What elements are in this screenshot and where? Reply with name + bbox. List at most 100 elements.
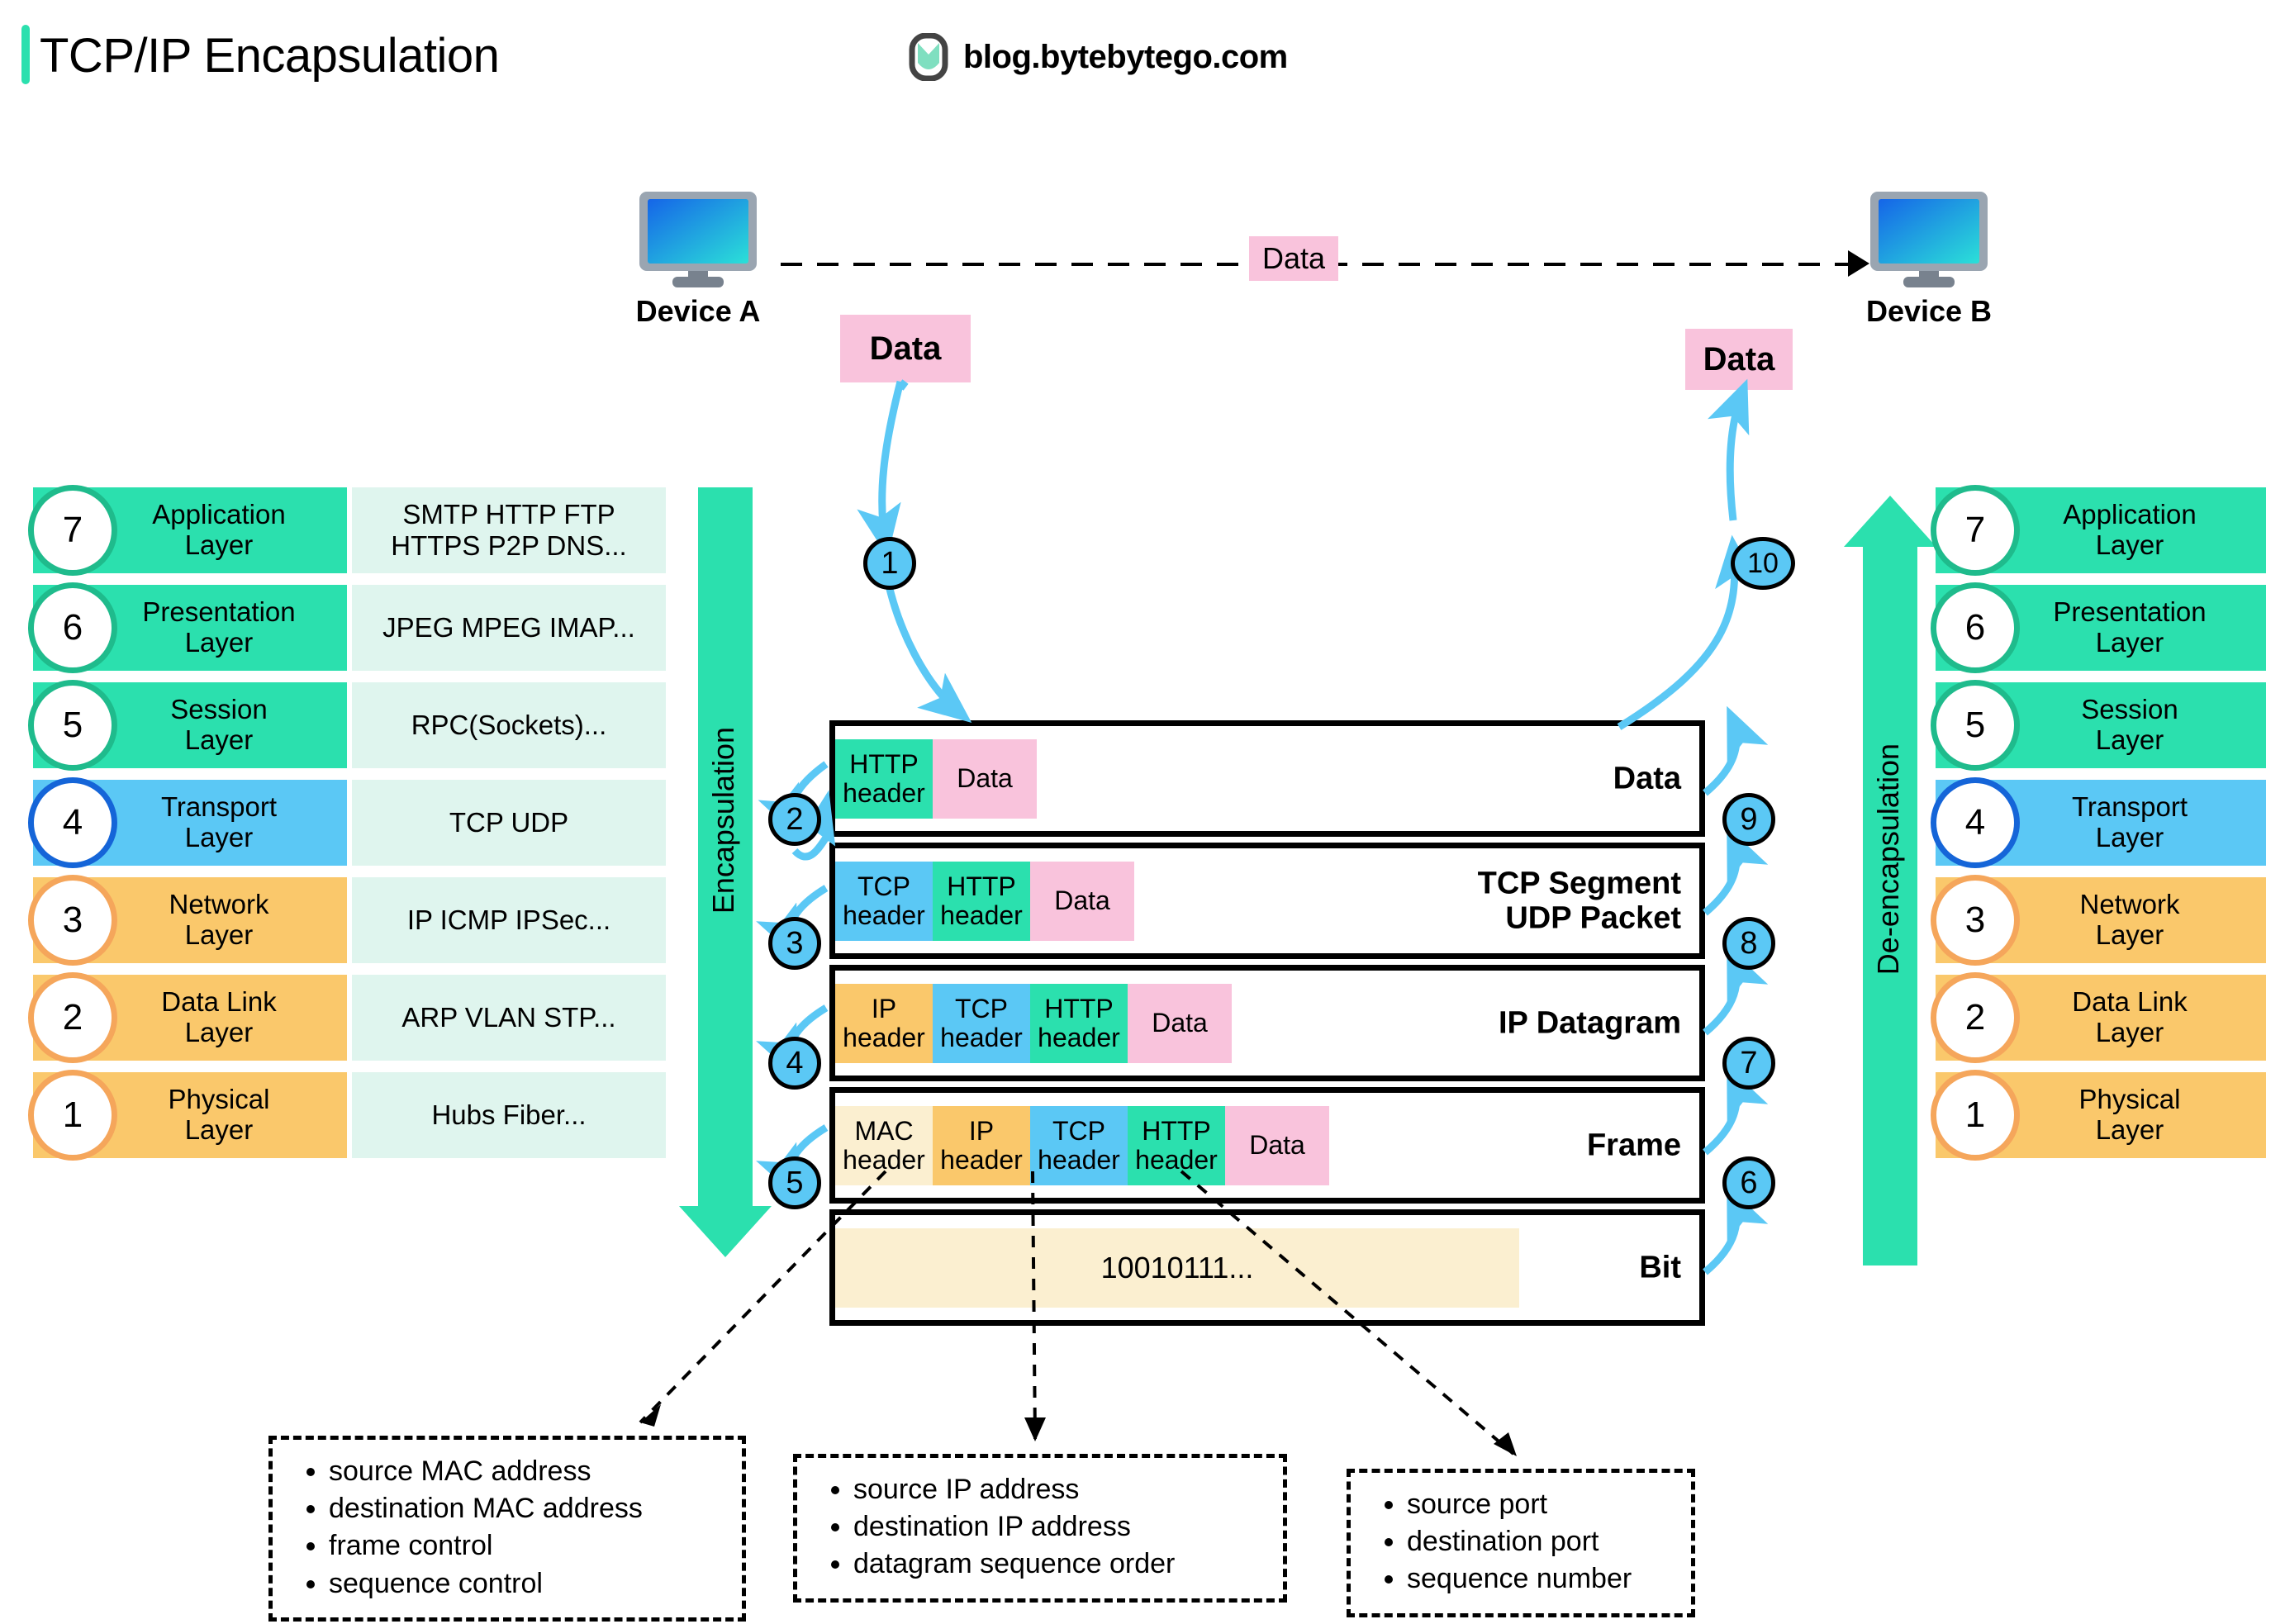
layer-number-circle: 3 [1931, 875, 2020, 966]
deencapsulation-label: De-encapsulation [1871, 743, 1905, 976]
step-marker-8: 8 [1722, 917, 1775, 970]
callout-item: sequence control [329, 1565, 720, 1603]
step-marker-1: 1 [863, 537, 916, 590]
callout-mac-header: source MAC addressdestination MAC addres… [268, 1436, 746, 1622]
step-marker-3: 3 [768, 917, 821, 970]
callout-item: destination MAC address [329, 1490, 720, 1527]
pdu-name-label: Frame [1586, 1128, 1681, 1163]
layer-number-circle: 1 [28, 1070, 117, 1161]
network-link-arrowhead [1848, 250, 1869, 277]
step-marker-5: 5 [768, 1156, 821, 1209]
deencapsulation-arrow: De-encapsulation [1844, 496, 1936, 1265]
callout-item: frame control [329, 1527, 720, 1565]
callout-item: sequence number [1407, 1560, 1670, 1598]
layer-protocols: ARP VLAN STP... [352, 975, 666, 1061]
device-a: Device A [628, 190, 768, 329]
arrow-shaft [1863, 547, 1917, 1265]
packet-segment: Data [1030, 861, 1134, 941]
layer-number-circle: 4 [28, 777, 117, 868]
callout-item: destination IP address [853, 1508, 1261, 1546]
callout-item: destination port [1407, 1523, 1670, 1560]
encapsulation-label: Encapsulation [706, 727, 740, 914]
link-data-label: Data [1249, 236, 1339, 281]
step-marker-9: 9 [1722, 793, 1775, 846]
layer-number-circle: 4 [1931, 777, 2020, 868]
encap-row-4: 10010111...Bit [829, 1209, 1705, 1326]
step-marker-2: 2 [768, 793, 821, 846]
page-title: TCP/IP Encapsulation [40, 29, 500, 83]
callout-item: source MAC address [329, 1453, 720, 1490]
layer-number-circle: 1 [1931, 1070, 2020, 1161]
device-b: Device B [1859, 190, 1999, 329]
pdu-name-label: Data [1613, 761, 1681, 796]
monitor-icon [639, 192, 757, 287]
device-b-label: Device B [1865, 294, 1993, 328]
encapsulation-arrow: Encapsulation [679, 487, 772, 1257]
pdu-name-label: IP Datagram [1498, 1005, 1681, 1041]
layer-number-circle: 5 [28, 680, 117, 771]
callout-item: source port [1407, 1486, 1670, 1523]
step-marker-6: 6 [1722, 1156, 1775, 1209]
callout-tcp-header: source portdestination portsequence numb… [1347, 1469, 1695, 1617]
layer-number-circle: 6 [28, 582, 117, 673]
bytebytego-logo-icon [909, 32, 948, 82]
packet-segment: Data [1225, 1105, 1329, 1185]
layer-number-circle: 6 [1931, 582, 2020, 673]
packet-segment: Data [1128, 983, 1232, 1063]
layer-number-circle: 3 [28, 875, 117, 966]
step-marker-10: 10 [1731, 537, 1795, 590]
packet-segment: Data [933, 738, 1037, 819]
step-marker-7: 7 [1722, 1037, 1775, 1090]
arrow-shaft [698, 487, 753, 1206]
layer-protocols: TCP UDP [352, 780, 666, 866]
brand-label: blog.bytebytego.com [963, 38, 1288, 75]
callout-ip-header: source IP addressdestination IP addressd… [793, 1454, 1287, 1603]
layer-protocols: RPC(Sockets)... [352, 682, 666, 768]
layer-protocols: JPEG MPEG IMAP... [352, 585, 666, 671]
layer-number-circle: 5 [1931, 680, 2020, 771]
callout-item: source IP address [853, 1471, 1261, 1508]
layer-number-circle: 7 [1931, 485, 2020, 576]
step-marker-4: 4 [768, 1037, 821, 1090]
pdu-name-label: Bit [1639, 1250, 1681, 1285]
